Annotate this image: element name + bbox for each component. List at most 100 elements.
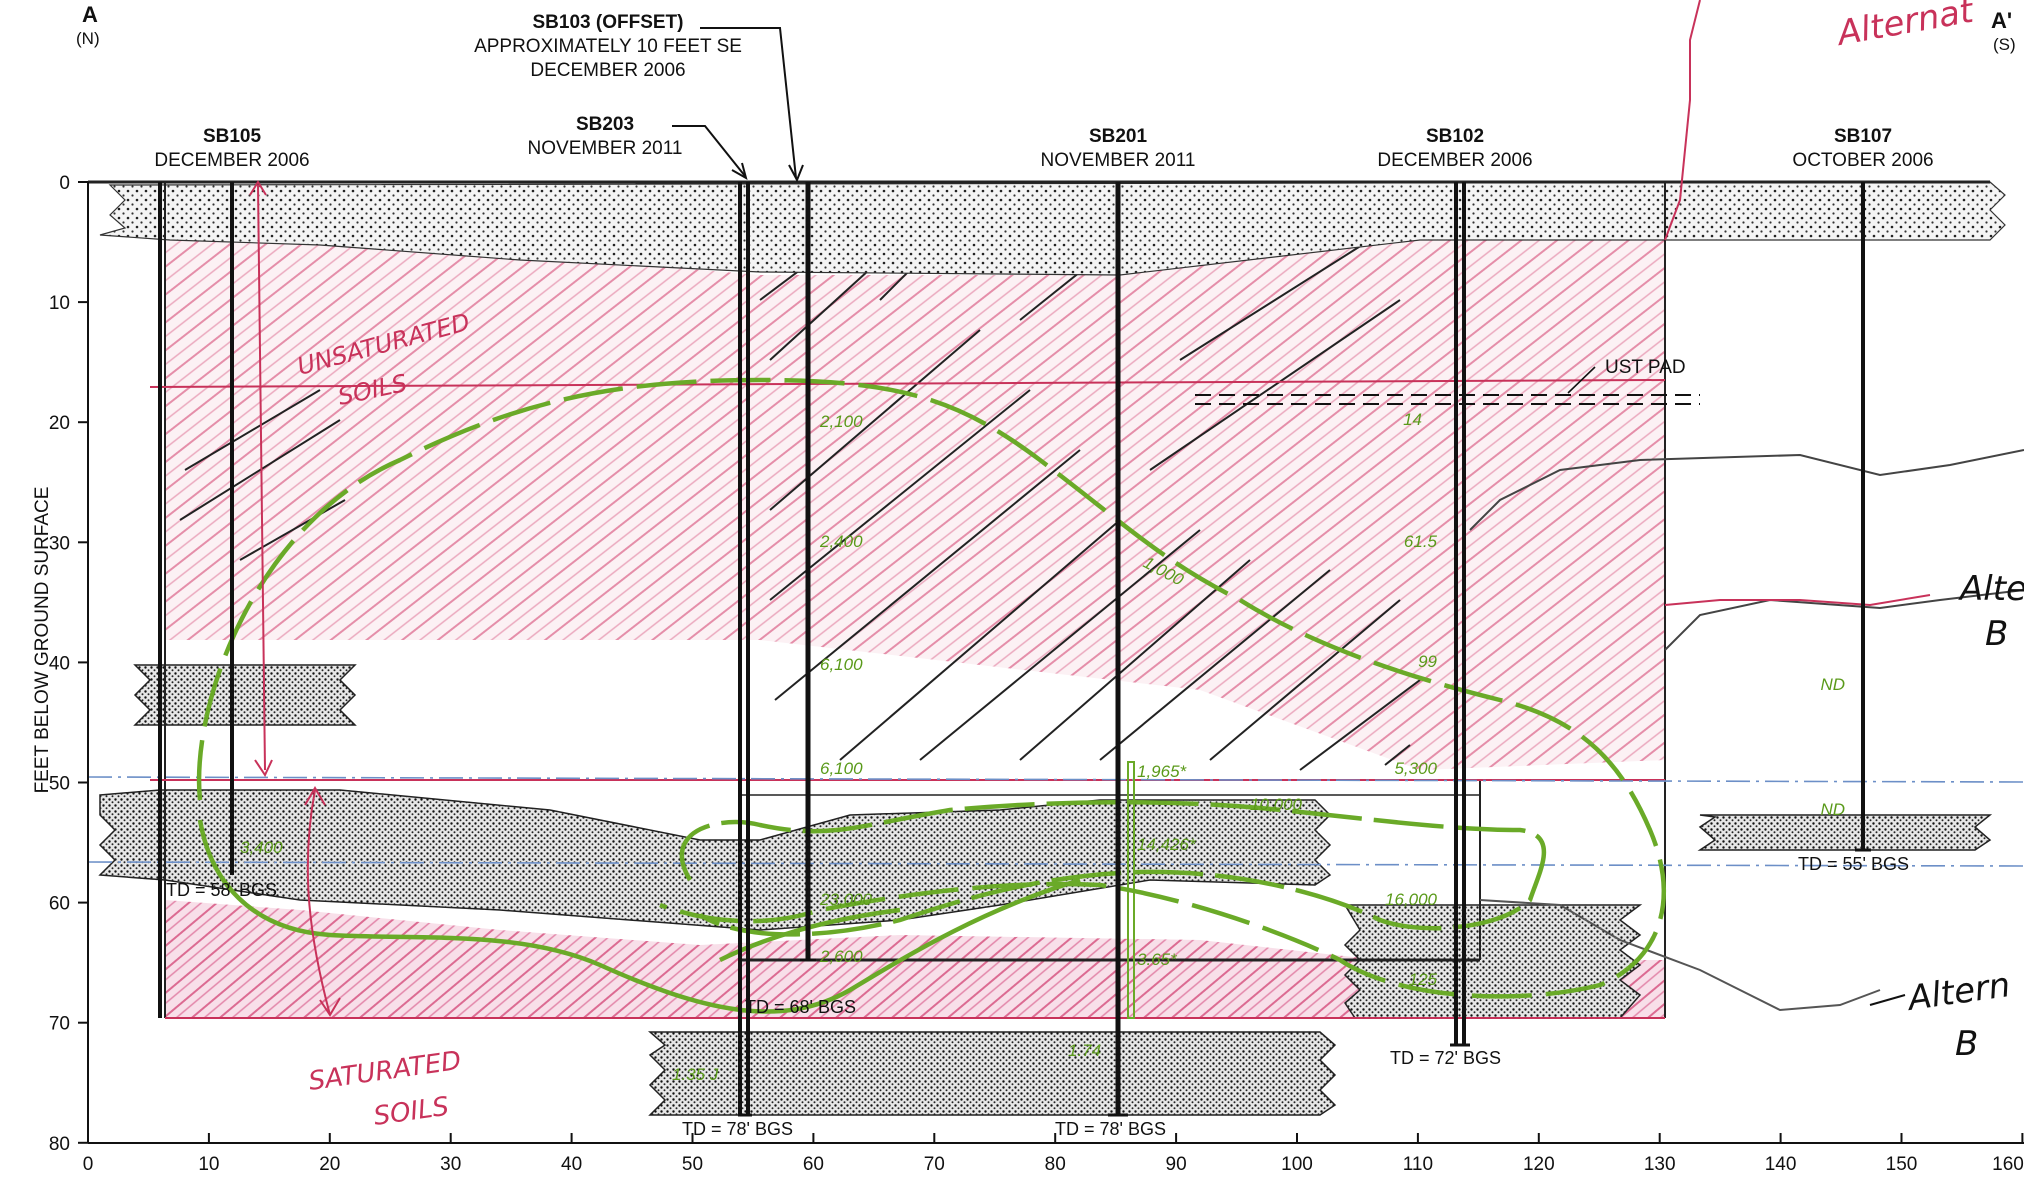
x-tick-label: 160 bbox=[1992, 1154, 2024, 1175]
x-tick-label: 100 bbox=[1281, 1154, 1313, 1175]
conc-sb103-2: 2,400 bbox=[819, 532, 863, 551]
contour-label-10000: 10,000 bbox=[1250, 795, 1303, 814]
td-sb203: TD = 78' BGS bbox=[682, 1119, 793, 1139]
conc-sb102-4: 5,300 bbox=[1394, 759, 1437, 778]
x-tick-label: 10 bbox=[198, 1154, 219, 1175]
conc-sb105-1: 3,400 bbox=[240, 838, 283, 857]
borehole-sb105 bbox=[158, 182, 234, 1018]
x-tick-label: 20 bbox=[319, 1154, 340, 1175]
note-right-low-leader bbox=[1869, 994, 1906, 1006]
sand-lenses bbox=[98, 664, 1993, 1116]
td-sb107: TD = 55' BGS bbox=[1798, 854, 1909, 874]
conc-sb102-2: 61.5 bbox=[1404, 532, 1438, 551]
td-sb201: TD = 78' BGS bbox=[1055, 1119, 1166, 1139]
concentration-contours bbox=[196, 377, 1666, 1014]
conc-sb201-3: 3.65* bbox=[1137, 950, 1178, 969]
conc-sb103-6: 2,600 bbox=[819, 947, 863, 966]
x-tick-label: 140 bbox=[1765, 1154, 1797, 1175]
sand-lens-sb105 bbox=[133, 664, 357, 726]
conc-sb201-2: 14,426* bbox=[1137, 835, 1197, 854]
note-right-low-line2: B bbox=[1955, 1024, 1978, 1064]
note-top-right: Alternat bbox=[1833, 0, 1978, 54]
conc-sb102-6: 125 bbox=[1409, 970, 1438, 989]
boring-sb203-date: NOVEMBER 2011 bbox=[528, 138, 683, 159]
note-right-low-line1: Altern bbox=[1904, 965, 2013, 1019]
note-right-mid-line1: Alte bbox=[1958, 569, 2024, 609]
boring-sb103-id: SB103 (OFFSET) bbox=[533, 12, 684, 33]
conc-sb107-2: ND bbox=[1820, 800, 1845, 819]
x-axis: 0 10 20 30 40 50 60 70 80 90 100 110 120 130 140 150 160 bbox=[83, 1133, 2024, 1175]
note-right-mid-line2: B bbox=[1985, 614, 2008, 654]
section-start-direction: (N) bbox=[76, 29, 100, 48]
section-start-label: A bbox=[82, 2, 98, 27]
x-tick-label: 50 bbox=[682, 1154, 703, 1175]
borehole-sb107 bbox=[1855, 182, 1871, 852]
boring-sb201-date: NOVEMBER 2011 bbox=[1041, 150, 1196, 171]
boring-sb102-date: DECEMBER 2006 bbox=[1377, 150, 1532, 171]
boreholes bbox=[158, 182, 1871, 1117]
conc-sb102-5: 16,000 bbox=[1385, 890, 1438, 909]
x-tick-label: 110 bbox=[1403, 1154, 1433, 1175]
note-saturated-line2: SOILS bbox=[372, 1092, 451, 1132]
boring-leaders bbox=[672, 27, 804, 183]
x-tick-label: 150 bbox=[1886, 1154, 1918, 1175]
ust-pad-leader bbox=[1567, 366, 1596, 394]
x-tick-label: 120 bbox=[1523, 1154, 1555, 1175]
borehole-sb203 bbox=[738, 182, 752, 1117]
boring-sb201-id: SB201 bbox=[1089, 126, 1148, 147]
boring-sb105-date: DECEMBER 2006 bbox=[154, 150, 309, 171]
y-tick-label: 20 bbox=[49, 413, 70, 434]
unsaturated-zone-hatch bbox=[165, 190, 1665, 770]
conc-sb103-4: 6,100 bbox=[820, 759, 863, 778]
sand-lens-sb107 bbox=[1697, 814, 1993, 851]
y-tick-label: 40 bbox=[49, 653, 70, 674]
zone-arrows bbox=[249, 180, 341, 1017]
boring-sb102-id: SB102 bbox=[1426, 126, 1484, 147]
conc-sb102-3: 99 bbox=[1418, 652, 1437, 671]
conc-sb102-1: 14 bbox=[1403, 410, 1422, 429]
conc-sb103-3: 6,100 bbox=[820, 655, 863, 674]
td-sb105: TD = 58' BGS bbox=[166, 880, 277, 900]
borehole-sb102 bbox=[1450, 182, 1470, 1047]
y-tick-label: 30 bbox=[49, 533, 70, 554]
boring-sb103-note: APPROXIMATELY 10 FEET SE bbox=[474, 36, 742, 57]
y-tick-label: 50 bbox=[49, 774, 70, 795]
td-sb103: TD = 68' BGS bbox=[745, 997, 856, 1017]
y-axis-title: FEET BELOW GROUND SURFACE bbox=[32, 487, 53, 794]
concentration-labels: 3,400 2,100 2,400 6,100 6,100 23,000 2,6… bbox=[240, 410, 1845, 1084]
ust-pad bbox=[1195, 394, 1700, 405]
borehole-sb201 bbox=[1108, 182, 1135, 1117]
conc-sb103-5: 23,000 bbox=[819, 890, 873, 909]
y-tick-label: 70 bbox=[49, 1014, 70, 1035]
x-tick-label: 80 bbox=[1045, 1154, 1066, 1175]
surface-fill-layer bbox=[99, 181, 2006, 276]
section-end-direction: (S) bbox=[1993, 35, 2016, 54]
note-saturated-line1: SATURATED bbox=[307, 1046, 463, 1097]
x-tick-label: 70 bbox=[924, 1154, 945, 1175]
boring-sb107-date: OCTOBER 2006 bbox=[1792, 150, 1933, 171]
boring-sb107-id: SB107 bbox=[1834, 126, 1892, 147]
section-end-label: A' bbox=[1991, 8, 2012, 33]
water-level-lines bbox=[87, 776, 2024, 867]
conc-sb203-1: 1.35 J bbox=[672, 1065, 719, 1084]
conc-sb201-1: 1,965* bbox=[1137, 762, 1188, 781]
conc-sb107-1: ND bbox=[1820, 675, 1845, 694]
y-tick-label: 10 bbox=[49, 293, 70, 314]
y-tick-label: 60 bbox=[49, 894, 70, 915]
td-sb102: TD = 72' BGS bbox=[1390, 1048, 1501, 1068]
x-tick-label: 130 bbox=[1644, 1154, 1676, 1175]
x-tick-label: 40 bbox=[561, 1154, 582, 1175]
x-tick-label: 0 bbox=[83, 1154, 94, 1175]
x-tick-label: 90 bbox=[1166, 1154, 1187, 1175]
boring-sb103-date: DECEMBER 2006 bbox=[530, 60, 685, 81]
zone-boundaries bbox=[149, 0, 1931, 1019]
boring-sb203-id: SB203 bbox=[576, 114, 634, 135]
x-tick-label: 60 bbox=[803, 1154, 824, 1175]
ust-pad-label: UST PAD bbox=[1605, 357, 1686, 378]
sand-lens-lower bbox=[647, 1031, 1337, 1116]
conc-sb103-1: 2,100 bbox=[819, 412, 863, 431]
x-tick-label: 30 bbox=[440, 1154, 461, 1175]
y-tick-label: 80 bbox=[49, 1134, 70, 1155]
